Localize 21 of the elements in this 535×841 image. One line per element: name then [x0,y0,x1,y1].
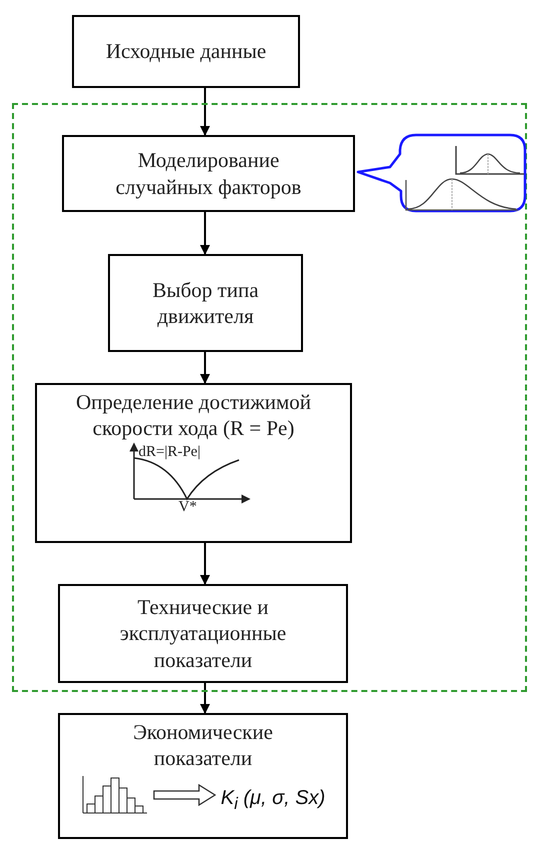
process-box [108,254,303,352]
arrow [200,352,210,384]
process-box [58,713,348,839]
dashed-group-frame [12,103,527,692]
node-label: Исходные данные [106,38,266,65]
formula-label: dR=|R-Pe| [138,444,200,460]
process-box [35,383,352,543]
node-label: Технические и эксплуатационные показатели [118,594,288,673]
arrow [200,543,210,585]
node-label: Выбор типа движителя [151,276,260,330]
process-box [72,15,300,88]
node-label: Экономические показатели [132,719,274,772]
axis-label: V* [178,500,197,514]
node-label: Моделирование случайных факторов [114,147,302,200]
formula-label: K$_{i}$ (μ, σ, Sx) [220,786,326,814]
node-label: Определение достижимой скорости хода (R = Pe) [74,389,312,442]
arrow [200,683,210,714]
process-box [58,584,348,683]
process-box [62,135,355,212]
arrow [200,212,210,255]
arrow [200,88,210,136]
